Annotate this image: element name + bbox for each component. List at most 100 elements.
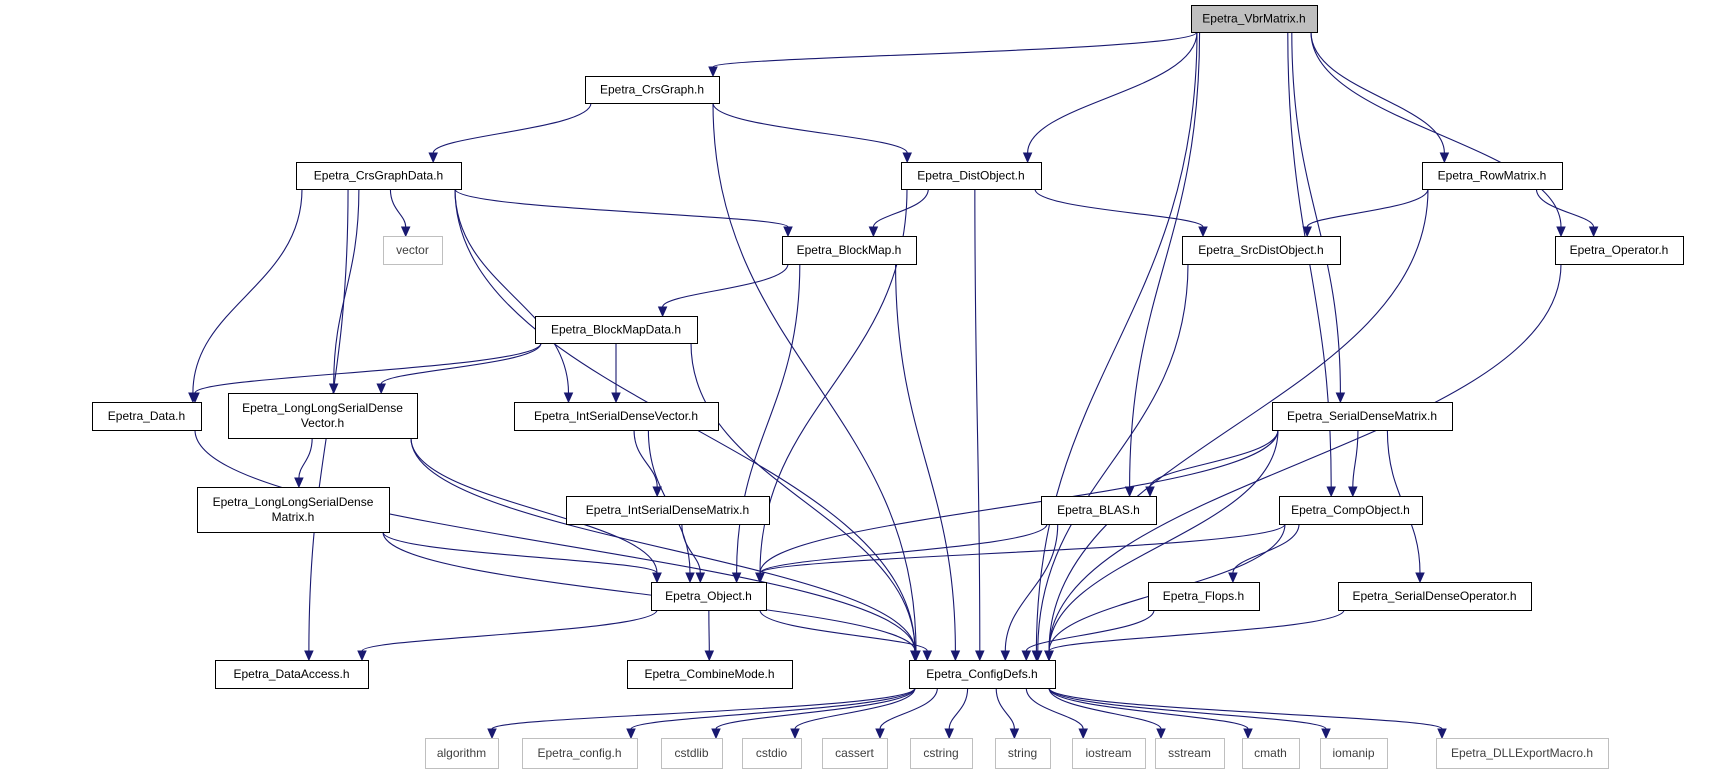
- node-operator[interactable]: Epetra_Operator.h: [1555, 236, 1684, 265]
- node-blockmap[interactable]: Epetra_BlockMap.h: [782, 236, 917, 265]
- node-blas[interactable]: Epetra_BLAS.h: [1041, 496, 1157, 525]
- node-label: Vector.h: [301, 416, 344, 430]
- node-box: [742, 738, 802, 769]
- node-label: Epetra_LongLongSerialDense: [242, 401, 403, 415]
- node-vector: vector: [383, 236, 443, 265]
- node-flops[interactable]: Epetra_Flops.h: [1148, 582, 1260, 611]
- node-crsgraphdata[interactable]: Epetra_CrsGraphData.h: [296, 162, 462, 190]
- node-box: [1148, 582, 1260, 611]
- node-label: Epetra_config.h: [537, 746, 621, 760]
- node-sdo[interactable]: Epetra_SerialDenseOperator.h: [1338, 582, 1532, 611]
- node-compobject[interactable]: Epetra_CompObject.h: [1279, 496, 1423, 525]
- edge-configdefs-to-iostream: [1025, 687, 1088, 740]
- edge-crsgraph-to-crsgraphdata: [428, 102, 592, 164]
- node-label: Epetra_VbrMatrix.h: [1202, 12, 1305, 26]
- node-sdm[interactable]: Epetra_SerialDenseMatrix.h: [1272, 402, 1453, 431]
- node-label: Epetra_SerialDenseMatrix.h: [1287, 409, 1437, 423]
- node-label: cmath: [1254, 746, 1287, 760]
- node-algorithm: algorithm: [425, 738, 499, 769]
- node-box: [782, 236, 917, 265]
- node-box: [535, 316, 698, 344]
- node-label: Epetra_IntSerialDenseMatrix.h: [586, 503, 749, 517]
- edge-configdefs-to-iomanip: [1048, 687, 1331, 740]
- node-combinemode[interactable]: Epetra_CombineMode.h: [627, 660, 793, 689]
- node-box: [627, 660, 793, 689]
- edge-crsgraph-to-distobject: [712, 102, 912, 164]
- edge-sdm-to-blas: [1145, 429, 1279, 498]
- node-box: [566, 496, 770, 525]
- edge-configdefs-to-config: [626, 687, 916, 740]
- node-label: Epetra_Operator.h: [1570, 243, 1669, 257]
- node-srcdistobject[interactable]: Epetra_SrcDistObject.h: [1182, 236, 1341, 265]
- node-iostream: iostream: [1072, 738, 1146, 769]
- node-box: [215, 660, 369, 689]
- edge-intsdm-to-object: [681, 523, 706, 584]
- node-box: [651, 582, 767, 611]
- edge-sdm-to-configdefs: [1044, 429, 1279, 662]
- node-label: Matrix.h: [272, 510, 315, 524]
- node-box: [909, 660, 1056, 689]
- node-box: [1338, 582, 1532, 611]
- node-dataaccess[interactable]: Epetra_DataAccess.h: [215, 660, 369, 689]
- node-rowmatrix[interactable]: Epetra_RowMatrix.h: [1422, 162, 1563, 190]
- node-box: [1155, 738, 1225, 769]
- node-intsdm[interactable]: Epetra_IntSerialDenseMatrix.h: [566, 496, 770, 525]
- node-vbr[interactable]: Epetra_VbrMatrix.h: [1191, 5, 1318, 33]
- node-label: sstream: [1168, 746, 1211, 760]
- node-label: Epetra_CrsGraphData.h: [314, 169, 443, 183]
- node-cassert: cassert: [822, 738, 888, 769]
- node-iomanip: iomanip: [1320, 738, 1388, 769]
- edge-blockmapdata-to-llsdv: [376, 342, 542, 395]
- edge-configdefs-to-cstdlib: [711, 687, 916, 740]
- node-label: cstring: [923, 746, 958, 760]
- node-config: Epetra_config.h: [522, 738, 638, 769]
- node-box: [910, 738, 973, 769]
- dependency-edges: [188, 31, 1599, 740]
- node-label: Epetra_LongLongSerialDense: [213, 495, 374, 509]
- node-object[interactable]: Epetra_Object.h: [651, 582, 767, 611]
- node-box: [383, 236, 443, 265]
- edge-llsdv-to-configdefs: [410, 437, 920, 662]
- node-blockmapdata[interactable]: Epetra_BlockMapData.h: [535, 316, 698, 344]
- edge-crsgraphdata-to-data: [188, 188, 303, 404]
- edge-blockmap-to-blockmapdata: [657, 263, 789, 318]
- edge-configdefs-to-sstream: [1048, 687, 1166, 740]
- edge-llsdm-to-object: [382, 531, 662, 584]
- edge-crsgraph-to-configdefs: [712, 102, 921, 662]
- edge-srcdistobject-to-configdefs: [1033, 263, 1189, 662]
- node-data[interactable]: Epetra_Data.h: [92, 402, 202, 431]
- node-label: Epetra_DataAccess.h: [233, 667, 349, 681]
- edge-configdefs-to-cstring: [944, 687, 969, 740]
- edge-rowmatrix-to-operator: [1535, 188, 1599, 238]
- edge-blockmapdata-to-data: [190, 342, 542, 404]
- node-label: Epetra_ConfigDefs.h: [926, 667, 1037, 681]
- node-box: [1422, 162, 1563, 190]
- edge-configdefs-to-cstdio: [790, 687, 916, 740]
- edge-blockmap-to-object: [731, 263, 801, 584]
- node-box: [822, 738, 888, 769]
- node-label: cassert: [835, 746, 874, 760]
- edge-crsgraphdata-to-vector: [389, 188, 411, 238]
- node-crsgraph[interactable]: Epetra_CrsGraph.h: [585, 76, 720, 104]
- node-configdefs[interactable]: Epetra_ConfigDefs.h: [909, 660, 1056, 689]
- node-label: algorithm: [437, 746, 486, 760]
- edge-object-to-dataaccess: [357, 609, 658, 662]
- edge-blockmap-to-configdefs: [895, 263, 961, 662]
- node-intsdv[interactable]: Epetra_IntSerialDenseVector.h: [514, 402, 719, 431]
- edge-blockmapdata-to-intsdv: [611, 342, 621, 404]
- node-cstdlib: cstdlib: [661, 738, 723, 769]
- edge-configdefs-to-algorithm: [487, 687, 916, 740]
- node-label: string: [1008, 746, 1037, 760]
- edge-compobject-to-object: [755, 523, 1286, 584]
- node-distobject[interactable]: Epetra_DistObject.h: [901, 162, 1042, 190]
- edge-distobject-to-configdefs: [974, 188, 985, 662]
- node-label: Epetra_BlockMapData.h: [551, 323, 681, 337]
- node-box: [1279, 496, 1423, 525]
- node-label: Epetra_Data.h: [108, 409, 185, 423]
- node-box: [585, 76, 720, 104]
- node-box: [522, 738, 638, 769]
- node-label: Epetra_CombineMode.h: [644, 667, 774, 681]
- node-box: [1041, 496, 1157, 525]
